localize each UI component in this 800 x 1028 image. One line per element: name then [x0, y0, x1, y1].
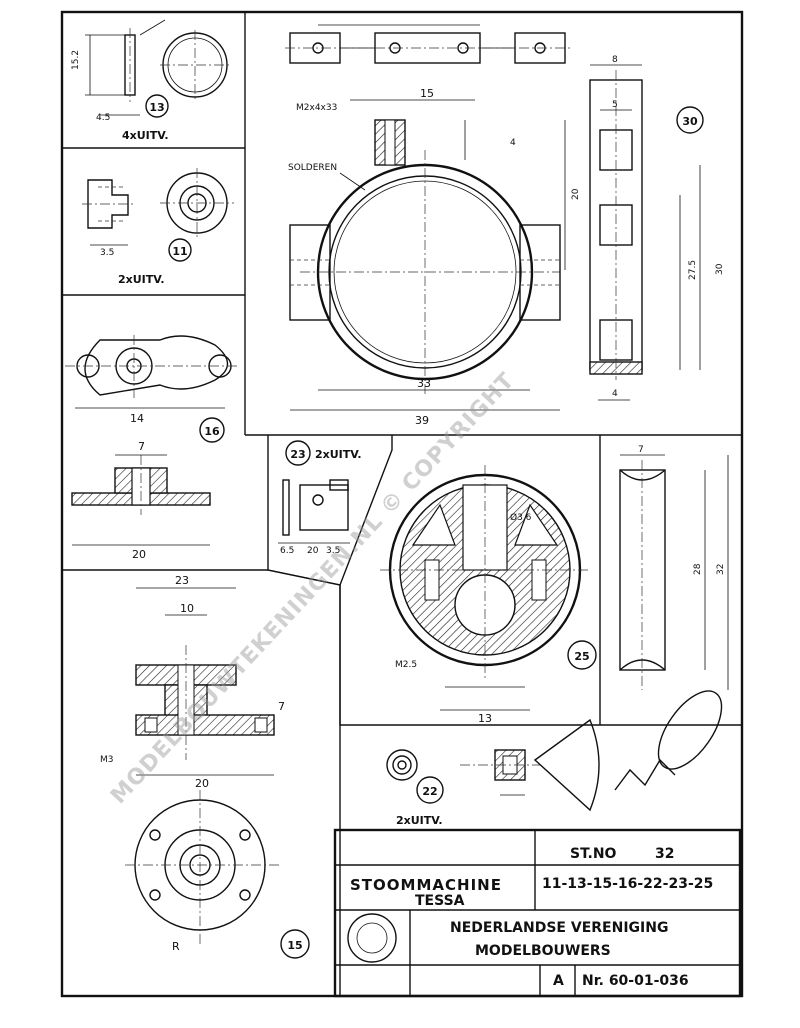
detail-22: 22 2xUITV. — [386, 718, 600, 827]
svg-text:4: 4 — [510, 138, 516, 148]
detail-16-number: 16 — [204, 425, 220, 438]
detail-15-dim-mid: 10 — [180, 602, 194, 615]
detail-30-dim-bore: 33 — [417, 377, 431, 390]
detail-11: 3.5 11 2xUITV. — [82, 168, 234, 286]
detail-15-dim-top: 23 — [175, 574, 189, 587]
detail-15: 23 10 20 7 M3 R 15 — [100, 574, 310, 959]
detail-11-balloon — [168, 238, 192, 262]
detail-25-balloon — [567, 640, 597, 670]
detail-13: 15.2 4.5 13 4xUITV. — [71, 19, 230, 142]
detail-13-qty: 4xUITV. — [122, 129, 169, 142]
detail-30-dim-width: 8 — [612, 55, 618, 65]
title-association-2: MODELBOUWERS — [475, 943, 611, 959]
detail-25-number: 25 — [574, 650, 589, 663]
title-sheet-label: ST.NO — [570, 846, 617, 862]
detail-25-dim-thick: 7 — [638, 445, 644, 455]
title-association-1: NEDERLANDSE VERENIGING — [450, 920, 668, 936]
detail-15-balloon — [280, 929, 310, 959]
detail-23: 6.5 20 3.5 23 2xUITV. — [278, 440, 362, 556]
title-block: ST.NO 32 STOOMMACHINE TESSA 11-13-15-16-… — [333, 828, 742, 998]
detail-30-dim-top: 15 — [420, 87, 434, 100]
detail-16-dim-overall: 20 — [132, 548, 146, 561]
detail-30-balloon — [676, 106, 704, 134]
detail-30-dim-mid: 27.5 — [688, 260, 698, 280]
detail-23-number: 23 — [290, 448, 305, 461]
svg-text:3.5: 3.5 — [326, 546, 340, 556]
detail-25-dim-inner: 28 — [693, 563, 703, 575]
detail-30-dim-total: 30 — [715, 263, 725, 275]
detail-25-thread: M2.5 — [395, 660, 417, 670]
detail-16-dim-boss: 7 — [138, 440, 145, 453]
svg-text:15.2: 15.2 — [71, 50, 81, 70]
detail-16-balloon — [199, 417, 225, 443]
detail-15-thread: M3 — [100, 755, 114, 765]
detail-23-balloon — [285, 440, 311, 466]
detail-25: 13 M2.5 Ø3.6 7 28 32 25 — [380, 445, 729, 725]
detail-15-radius: R — [172, 940, 180, 953]
detail-30-solder-note: SOLDEREN — [288, 163, 337, 173]
svg-text:3.5: 3.5 — [100, 248, 114, 258]
region-dividers — [62, 12, 742, 996]
detail-30-dim-overall: 39 — [415, 414, 429, 427]
detail-22-qty: 2xUITV. — [396, 814, 443, 827]
detail-30-thread-note: M2x4x33 — [296, 103, 337, 113]
svg-text:4.5: 4.5 — [96, 113, 110, 123]
detail-30-dim-foot: 4 — [612, 389, 618, 399]
title-scale-label: A — [553, 973, 564, 989]
title-part-list: 11-13-15-16-22-23-25 — [542, 876, 713, 892]
detail-16-dim-width: 14 — [130, 412, 144, 425]
detail-22-balloon — [416, 776, 444, 804]
detail-30-dim-inner: 5 — [612, 100, 618, 110]
title-model-name: TESSA — [415, 893, 465, 909]
detail-15-dim-side: 7 — [278, 700, 285, 713]
svg-text:6.5: 6.5 — [280, 546, 294, 556]
detail-25-dim-width: 13 — [478, 712, 492, 725]
detail-15-number: 15 — [287, 939, 302, 952]
detail-30-dim-height: 20 — [571, 188, 581, 200]
detail-13-balloon — [145, 94, 169, 118]
detail-30: 15 M2x4x33 SOLDEREN 4 33 39 20 8 5 — [285, 24, 725, 427]
title-machine-name: STOOMMACHINE — [350, 876, 502, 894]
detail-16: 14 7 20 16 — [65, 335, 240, 561]
detail-11-qty: 2xUITV. — [118, 273, 165, 286]
spring-sketch — [614, 690, 723, 791]
detail-13-number: 13 — [149, 101, 164, 114]
detail-25-hole: Ø3.6 — [510, 512, 532, 523]
detail-30-number: 30 — [682, 115, 698, 128]
detail-25-dim-outer: 32 — [716, 564, 726, 575]
title-drawing-number: Nr. 60-01-036 — [582, 973, 689, 989]
association-logo-icon — [347, 913, 397, 963]
detail-11-number: 11 — [172, 245, 187, 258]
svg-text:20: 20 — [307, 546, 319, 556]
title-sheet-number: 32 — [655, 846, 674, 862]
detail-15-dim-base: 20 — [195, 777, 209, 790]
detail-23-qty: 2xUITV. — [315, 448, 362, 461]
detail-22-number: 22 — [422, 785, 437, 798]
